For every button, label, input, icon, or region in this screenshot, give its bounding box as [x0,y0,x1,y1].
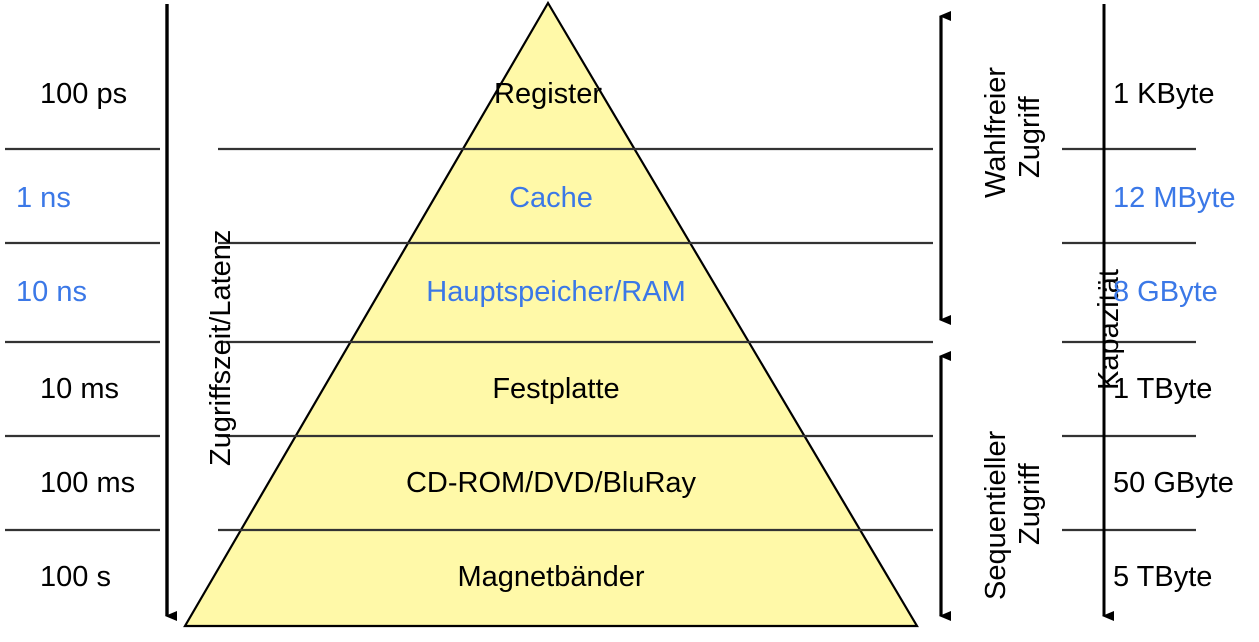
tier-label-optical: CD-ROM/DVD/BluRay [405,467,697,499]
latency-value-optical: 100 ms [40,467,136,499]
capacity-value-register: 1 KByte [1113,78,1215,110]
random-access-label-line1: Wahlfreier [980,66,1012,198]
latency-axis-label: Zugriffszeit/Latenz [205,229,237,466]
tier-label-cache: Cache [509,182,593,214]
capacity-value-tape: 5 TByte [1113,561,1213,593]
random-access-label-line2: Zugriff [1014,96,1046,178]
tier-divider-lines [5,147,1196,532]
sequential-access-label-line2: Zugriff [1014,463,1046,545]
sequential-access-label-line1: Sequentieller [980,430,1012,600]
tier-label-register: Register [494,78,602,110]
capacity-value-cache: 12 MByte [1113,182,1236,214]
capacity-value-hdd: 1 TByte [1113,373,1213,405]
pyramid-shape [183,0,919,628]
latency-value-hdd: 10 ms [40,373,119,405]
tier-label-ram: Hauptspeicher/RAM [426,276,686,308]
tier-label-tape: Magnetbänder [457,561,645,593]
tier-label-hdd: Festplatte [492,373,620,405]
latency-value-register: 100 ps [40,78,128,110]
latency-value-tape: 100 s [40,561,111,593]
latency-value-cache: 1 ns [16,182,71,214]
latency-value-ram: 10 ns [16,276,87,308]
capacity-value-ram: 8 GByte [1113,276,1218,308]
capacity-value-optical: 50 GByte [1113,467,1234,499]
